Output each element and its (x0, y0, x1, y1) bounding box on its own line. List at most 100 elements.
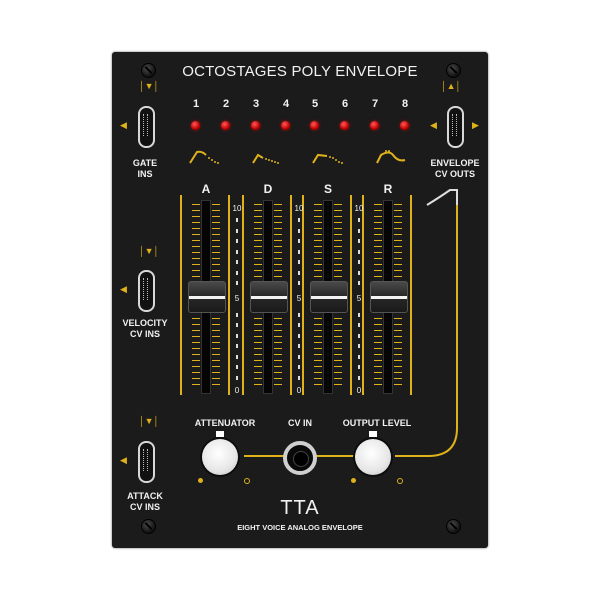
scale-dash (358, 260, 360, 264)
channel-led-5 (310, 121, 319, 130)
fader-tick (254, 276, 262, 277)
scale-dash (236, 333, 238, 338)
shape-icon-3 (312, 153, 328, 164)
fader-tick (374, 378, 382, 379)
fader-tick (394, 276, 402, 277)
velocity-in-indicator-icon: │▼│ (139, 246, 160, 256)
fader-tick (274, 348, 282, 349)
fader-tick (274, 324, 282, 325)
fader-tick (374, 216, 382, 217)
fader-tick (274, 264, 282, 265)
fader-tick (274, 210, 282, 211)
envelope-left-arrow-icon: ◀ (430, 120, 437, 130)
fader-tick (274, 216, 282, 217)
fader-tick (314, 210, 322, 211)
fader-tick (254, 204, 262, 205)
scale-dash (236, 260, 238, 264)
fader-tick (394, 204, 402, 205)
fader-tick (212, 366, 220, 367)
fader-tick (212, 384, 220, 385)
velocity-cv-in-jack[interactable] (138, 270, 155, 312)
attack-in-indicator-icon: │▼│ (139, 416, 160, 426)
fader-tick (212, 372, 220, 373)
fader-tick (212, 354, 220, 355)
output-level-knob-pointer (369, 431, 377, 437)
panel-screw (446, 63, 461, 78)
fader-tick (394, 324, 402, 325)
fader-tick (212, 204, 220, 205)
fader-tick (274, 252, 282, 253)
channel-number-7: 7 (371, 98, 379, 110)
fader-tick (274, 240, 282, 241)
fader-tick (192, 276, 200, 277)
fader-tick (314, 234, 322, 235)
fader-tick (274, 342, 282, 343)
fader-label-a: A (201, 182, 211, 196)
envelope-right-arrow-icon: ▶ (472, 120, 479, 130)
fader-tick (212, 276, 220, 277)
fader-tick (254, 366, 262, 367)
attack-cv-in-jack[interactable] (138, 441, 155, 483)
fader-tick (374, 246, 382, 247)
fader-tick (394, 330, 402, 331)
fader-tick (334, 258, 342, 259)
fader-tick (314, 336, 322, 337)
attenuator-knob[interactable] (202, 439, 238, 475)
fader-tick (334, 222, 342, 223)
fader-d-slider[interactable] (250, 281, 288, 313)
fader-tick (374, 258, 382, 259)
fader-tick (212, 216, 220, 217)
fader-tick (334, 330, 342, 331)
scale-dash (358, 218, 360, 222)
gate-in-jack[interactable] (138, 106, 155, 148)
fader-tick (192, 336, 200, 337)
fader-tick (394, 246, 402, 247)
fader-tick (254, 384, 262, 385)
fader-tick (314, 354, 322, 355)
fader-tick (274, 204, 282, 205)
attack-left-arrow-icon: ◀ (120, 455, 127, 465)
fader-tick (314, 276, 322, 277)
fader-s-slider[interactable] (310, 281, 348, 313)
scale-dash (298, 375, 300, 380)
scale-label-10: 10 (232, 204, 242, 213)
fader-tick (254, 258, 262, 259)
scale-dash (298, 354, 300, 359)
fader-label-d: D (263, 182, 273, 196)
fader-tick (394, 318, 402, 319)
fader-tick (254, 372, 262, 373)
fader-tick (394, 228, 402, 229)
scale-dash (358, 239, 360, 243)
cv-in-jack[interactable] (283, 441, 317, 475)
fader-tick (394, 342, 402, 343)
fader-tick (394, 366, 402, 367)
cv-in-label: CV IN (287, 418, 312, 428)
scale-dash (236, 365, 238, 369)
fader-tick (314, 222, 322, 223)
fader-tick (374, 348, 382, 349)
envelope-out-indicator-icon: │▲│ (441, 81, 462, 91)
output-level-min-dot (351, 478, 356, 483)
fader-tick (212, 342, 220, 343)
fader-tick (192, 270, 200, 271)
fader-a-slider[interactable] (188, 281, 226, 313)
fader-tick (212, 336, 220, 337)
envelope-cv-out-jack[interactable] (447, 106, 464, 148)
output-level-knob[interactable] (355, 439, 391, 475)
fader-tick (192, 342, 200, 343)
fader-tick (254, 210, 262, 211)
fader-tick (274, 276, 282, 277)
fader-tick (394, 372, 402, 373)
scale-dash (298, 249, 300, 254)
attenuator-max-dot (244, 478, 250, 484)
fader-tick (334, 354, 342, 355)
fader-tick (334, 360, 342, 361)
scale-label-0: 0 (234, 386, 240, 395)
panel-screw (446, 519, 461, 534)
scale-dash (298, 333, 300, 338)
scale-dash (236, 218, 238, 222)
fader-tick (394, 216, 402, 217)
fader-tick (334, 246, 342, 247)
fader-r-slider[interactable] (370, 281, 408, 313)
scale-label-5: 5 (234, 294, 240, 303)
